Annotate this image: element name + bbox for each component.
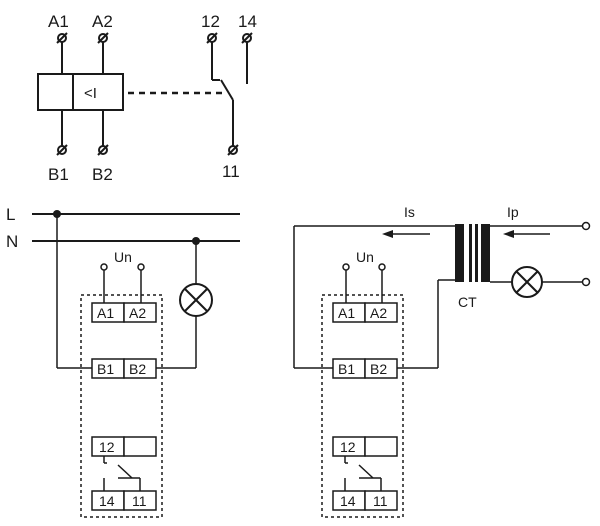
relay-symbol: A1 A2 B1 B2 12 14 11 <I (37, 12, 257, 184)
right-contact-14: 14 (340, 493, 356, 509)
symbol-terminal-12: 12 (201, 12, 220, 31)
left-terminal-b1: B1 (97, 361, 114, 377)
right-terminal-b2: B2 (370, 361, 387, 377)
right-supply-label: Un (356, 249, 374, 265)
symbol-terminal-b1: B1 (48, 165, 69, 184)
right-contact-block: 12 14 11 (332, 436, 398, 511)
coil-box: <I (37, 42, 124, 146)
transformer-label: CT (458, 294, 477, 310)
right-terminal-a2: A2 (370, 305, 387, 321)
right-lamp-icon (511, 266, 543, 298)
symbol-terminal-14: 14 (238, 12, 257, 31)
symbol-terminal-b2: B2 (92, 165, 113, 184)
left-contact-12: 12 (99, 439, 115, 455)
coil-function-label: <I (84, 85, 97, 102)
right-relay-enclosure (321, 294, 404, 518)
left-contact-14: 14 (99, 493, 115, 509)
left-contact-11: 11 (132, 493, 147, 509)
right-terminal-block-a: A1 A2 (332, 302, 398, 323)
left-terminal-block-a: A1 A2 (91, 302, 157, 323)
secondary-arrow-icon (382, 230, 430, 238)
right-terminal-block-b: B1 B2 (332, 358, 398, 379)
left-contact-block: 12 14 11 (91, 436, 157, 511)
primary-current-label: Ip (507, 204, 519, 220)
right-contact-12: 12 (340, 439, 356, 455)
right-contact-11: 11 (373, 493, 388, 509)
left-circuit: Un A1 A2 B1 B2 (56, 214, 213, 518)
left-terminal-b2: B2 (129, 361, 146, 377)
right-terminal-a1: A1 (338, 305, 355, 321)
left-terminal-a1: A1 (97, 305, 114, 321)
left-terminal-block-b: B1 B2 (91, 358, 157, 379)
primary-terminal-bottom (581, 277, 591, 287)
supply-lines: L N (6, 205, 240, 251)
current-transformer: CT (455, 224, 490, 310)
left-terminal-a2: A2 (129, 305, 146, 321)
symbol-terminal-a1: A1 (48, 12, 69, 31)
secondary-current-label: Is (404, 204, 415, 220)
right-circuit: Un A1 A2 B1 B2 Is (293, 204, 591, 518)
symbol-terminal-a2: A2 (92, 12, 113, 31)
right-terminal-b1: B1 (338, 361, 355, 377)
primary-terminal-top (581, 221, 591, 231)
relay-contact (211, 42, 248, 146)
left-lamp-icon (179, 283, 213, 317)
symbol-terminal-11: 11 (222, 162, 240, 181)
left-relay-enclosure (80, 294, 163, 518)
line-label-l: L (6, 205, 15, 224)
left-supply-label: Un (114, 249, 132, 265)
line-label-n: N (6, 232, 18, 251)
primary-arrow-icon (503, 230, 550, 238)
